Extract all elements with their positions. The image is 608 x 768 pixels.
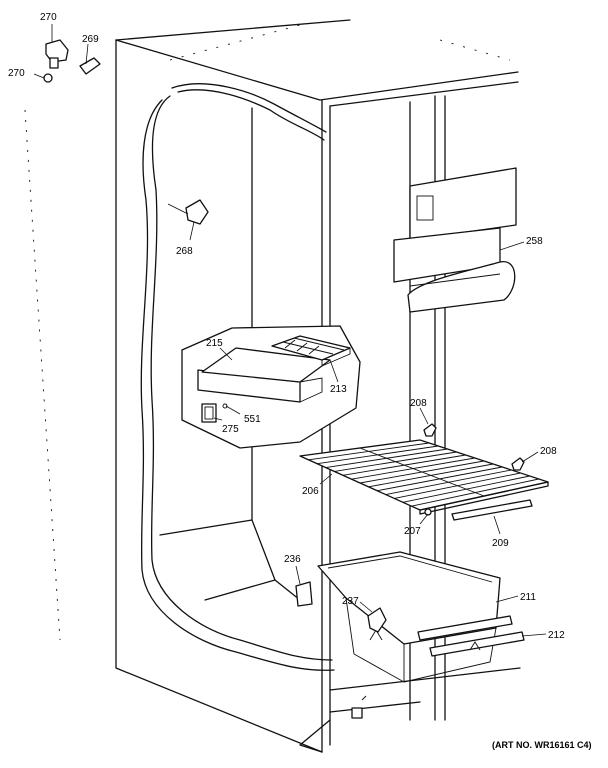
small-parts [43,39,387,633]
shelf-pin [424,508,432,516]
damper-control [185,199,209,225]
shelf-trim [451,499,533,521]
callout-207: 207 [404,526,421,537]
callout-209: 209 [492,538,509,549]
water-valve [45,39,69,63]
callout-258: 258 [526,236,543,247]
callout-269: 269 [82,34,99,45]
shelf-support-left [423,423,437,437]
bracket [295,581,313,607]
nut [43,73,53,83]
bin-cluster [181,325,361,449]
air-duct-cover [393,167,517,313]
callout-551: 551 [244,414,261,425]
leader-lines [33,24,547,637]
callout-208-left: 208 [410,398,427,409]
callout-213: 213 [330,384,347,395]
water-tube [79,57,101,75]
wire-shelf [299,423,549,521]
callout-270-top: 270 [40,12,57,23]
callout-208-right: 208 [540,446,557,457]
door-gasket [140,83,335,671]
crisper-bracket [367,607,387,633]
callout-268: 268 [176,246,193,257]
crisper-pan [317,551,525,683]
callout-215: 215 [206,338,223,349]
crisper-cover [417,615,513,641]
shelf-support-right [511,457,525,471]
callout-labels: 270 270 269 268 258 215 213 551 275 208 … [8,12,592,750]
shelf-cross-rod [359,447,485,497]
crisper-trim [429,631,525,657]
callout-212: 212 [548,630,565,641]
callout-206: 206 [302,486,319,497]
callout-275: 275 [222,424,239,435]
art-number: (ART NO. WR16161 C4) [492,740,592,750]
callout-270-left: 270 [8,68,25,79]
callout-211: 211 [520,592,536,603]
dairy-cover [201,403,217,423]
callout-237: 237 [342,596,359,607]
callout-236: 236 [284,554,301,565]
